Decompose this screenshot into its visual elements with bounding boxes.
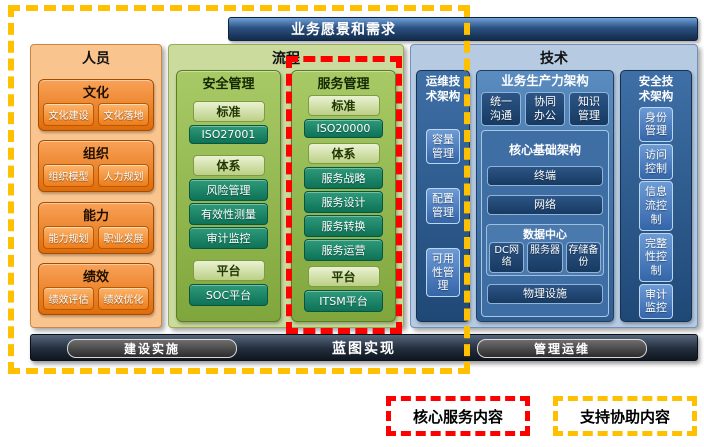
standard-section: 标准 ISO20000 [296,95,391,140]
datacenter-panel: 数据中心 DC网络 服务器 存储备份 [486,223,604,276]
people-column-title: 人员 [82,51,110,67]
security-items: 身份管理 访问控制 信息流控制 完整性控制 审计监控 [621,105,691,321]
security-item: 审计监控 [639,283,673,320]
people-item: 能力规划 [43,225,94,249]
process-column-title: 流程 [272,51,300,67]
people-group-label: 绩效 [82,269,109,285]
security-item: 访问控制 [639,144,673,180]
process-item: ISO27001 [189,125,268,144]
security-tech-arch-title: 安全技术架构 [638,74,674,103]
technology-body: 运维技术架构 容量管理 配置管理 可用性管理 业务生产力架构 统一沟通 协同办公… [411,70,697,328]
process-item: SOC平台 [189,284,268,306]
blueprint-banner: 建设实施 蓝图实现 管理运维 [30,334,698,361]
core-infra-panel: 核心基础架构 终端 网络 数据中心 DC网络 服务器 存储备份 物理设施 [481,129,609,317]
people-group-organization: 组织 组织模型 人力规划 [38,140,154,193]
people-group-items: 能力规划 职业发展 [43,225,149,249]
infra-bar-network: 网络 [487,194,603,215]
datacenter-items: DC网络 服务器 存储备份 [489,241,601,273]
security-mgmt-panel: 安全管理 标准 ISO27001 体系 风险管理 有效性测量 审计监控 平台 S [176,70,281,322]
legend-core-service-label: 核心服务内容 [412,407,503,426]
security-mgmt-sections: 标准 ISO27001 体系 风险管理 有效性测量 审计监控 平台 SOC平台 [181,92,276,317]
blueprint-banner-label: 蓝图实现 [332,340,396,357]
people-group-capability: 能力 能力规划 职业发展 [38,201,154,254]
datacenter-item: 服务器 [527,241,563,273]
vision-banner: 业务愿景和需求 [228,17,698,41]
ops-item: 容量管理 [426,128,460,165]
people-item: 职业发展 [98,225,149,249]
ops-item: 可用性管理 [426,247,460,298]
system-section: 体系 风险管理 有效性测量 审计监控 [181,155,276,251]
section-header: 体系 [307,143,380,164]
security-item: 信息流控制 [639,181,673,231]
security-item: 完整性控制 [639,232,673,282]
process-column: 流程 安全管理 标准 ISO27001 体系 风险管理 有效性测量 审计监控 [168,44,404,328]
people-group-items: 组织模型 人力规划 [43,164,149,188]
service-mgmt-panel: 服务管理 标准 ISO20000 体系 服务战略 服务设计 服务转换 服务运营 [291,70,396,322]
infra-bar-terminal: 终端 [487,166,603,187]
people-item: 人力规划 [98,164,149,188]
section-header: 标准 [192,101,265,122]
platform-section: 平台 ITSM平台 [296,266,391,314]
vision-banner-label: 业务愿景和需求 [291,22,396,38]
legend-support-content-label: 支持协助内容 [579,407,670,426]
process-item: 风险管理 [189,179,268,201]
people-group-label: 组织 [82,147,109,163]
people-group-performance: 绩效 绩效评估 绩效优化 [38,262,154,315]
technology-column-title: 技术 [540,51,568,67]
process-item: ITSM平台 [304,290,383,312]
people-item: 文化落地 [98,103,149,127]
people-group-items: 文化建设 文化落地 [43,103,149,127]
ops-item: 配置管理 [426,188,460,224]
datacenter-item: 存储备份 [565,241,601,273]
productivity-items: 统一沟通 协同办公 知识管理 [481,92,609,126]
process-item: 服务战略 [304,167,383,189]
infra-bar-facility: 物理设施 [487,284,603,305]
people-group-label: 能力 [82,208,109,224]
process-item: 审计监控 [189,227,268,249]
section-header: 标准 [307,95,380,116]
standard-section: 标准 ISO27001 [181,101,276,146]
business-productivity-panel: 业务生产力架构 统一沟通 协同办公 知识管理 核心基础架构 终端 网络 数据中心… [476,70,614,322]
people-item: 绩效优化 [98,286,149,310]
section-header: 平台 [192,260,265,281]
legend-support-content: 支持协助内容 [553,396,697,436]
security-tech-arch-panel: 安全技术架构 身份管理 访问控制 信息流控制 完整性控制 审计监控 [620,70,692,322]
service-mgmt-title: 服务管理 [317,77,370,92]
process-item: 服务转换 [304,215,383,237]
ops-tech-arch-title: 运维技术架构 [425,74,461,103]
productivity-item: 知识管理 [569,92,609,126]
people-groups: 文化 文化建设 文化落地 组织 组织模型 人力规划 能力 能力规划 职业发展 [31,70,161,328]
people-group-items: 绩效评估 绩效优化 [43,286,149,310]
people-group-culture: 文化 文化建设 文化落地 [38,79,154,132]
process-item: 有效性测量 [189,203,268,225]
people-item: 绩效评估 [43,286,94,310]
process-body: 安全管理 标准 ISO27001 体系 风险管理 有效性测量 审计监控 平台 S [169,70,403,328]
business-productivity-title: 业务生产力架构 [501,73,589,88]
section-header: 体系 [192,155,265,176]
service-mgmt-sections: 标准 ISO20000 体系 服务战略 服务设计 服务转换 服务运营 平台 IT… [296,92,391,317]
productivity-item: 协同办公 [525,92,565,126]
people-column: 人员 文化 文化建设 文化落地 组织 组织模型 人力规划 能力 能力规划 [30,44,162,328]
productivity-item: 统一沟通 [481,92,521,126]
people-item: 文化建设 [43,103,94,127]
technology-column: 技术 运维技术架构 容量管理 配置管理 可用性管理 业务生产力架构 统一沟通 协… [410,44,698,328]
build-implement-button: 建设实施 [67,339,237,358]
system-section: 体系 服务战略 服务设计 服务转换 服务运营 [296,143,391,263]
process-item: ISO20000 [304,119,383,138]
security-item: 身份管理 [639,106,673,143]
section-header: 平台 [307,266,380,287]
ops-items: 容量管理 配置管理 可用性管理 [417,105,469,321]
security-mgmt-title: 安全管理 [202,77,255,92]
core-infra-title: 核心基础架构 [508,142,581,157]
process-item: 服务设计 [304,191,383,213]
process-item: 服务运营 [304,239,383,261]
platform-section: 平台 SOC平台 [181,260,276,308]
manage-operate-button: 管理运维 [477,339,647,358]
ops-tech-arch-panel: 运维技术架构 容量管理 配置管理 可用性管理 [416,70,470,322]
legend-core-service: 核心服务内容 [386,396,530,436]
datacenter-title: 数据中心 [523,227,567,241]
datacenter-item: DC网络 [489,241,525,273]
people-group-label: 文化 [82,86,109,102]
people-item: 组织模型 [43,164,94,188]
